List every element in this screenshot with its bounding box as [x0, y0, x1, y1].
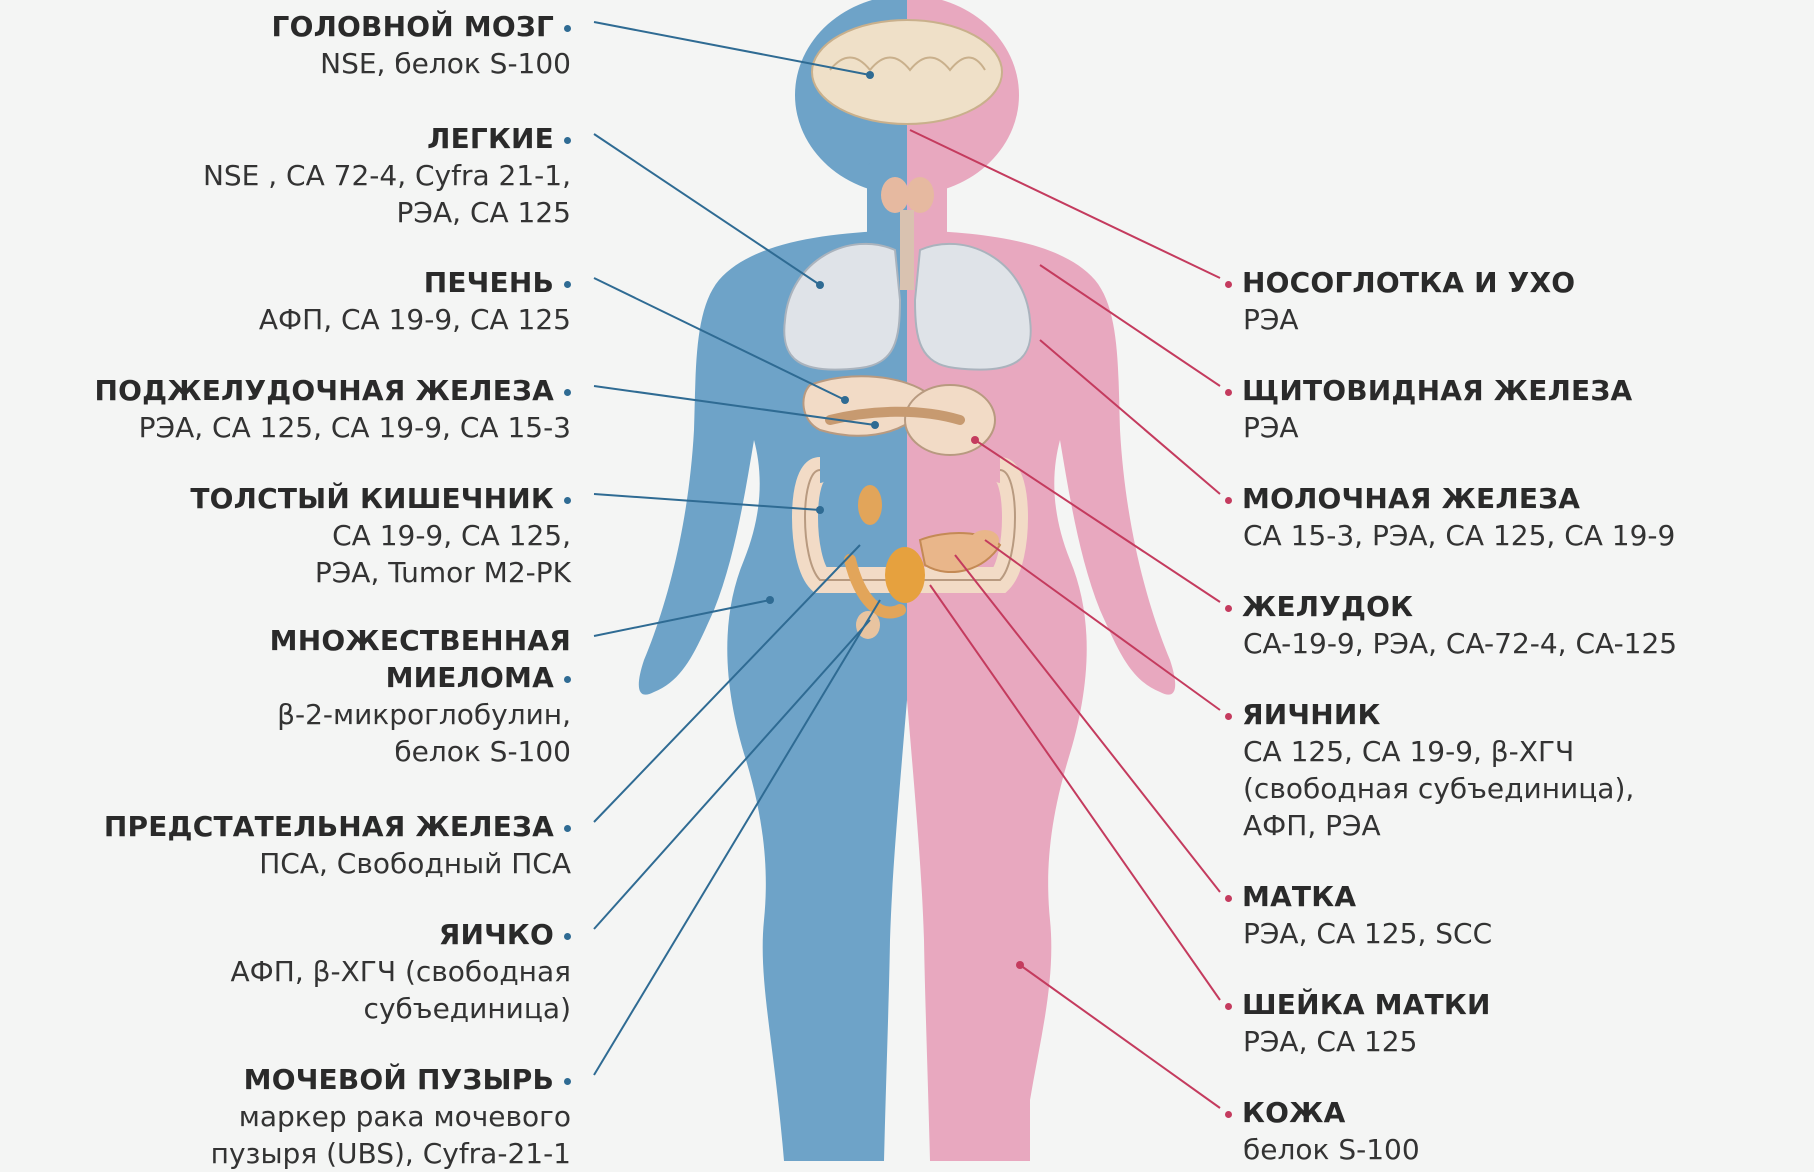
- organ-name-row: МНОЖЕСТВЕННАЯ МИЕЛОМА: [270, 622, 571, 696]
- organ-name: ПЕЧЕНЬ: [424, 266, 554, 299]
- organ-name: ПРЕДСТАТЕЛЬНАЯ ЖЕЛЕЗА: [104, 810, 554, 843]
- organ-name: ЖЕЛУДОК: [1242, 590, 1413, 623]
- marker-list: CA 15-3, РЭА, CA 125, CA 19-9: [1243, 517, 1675, 554]
- organ-name: ЛЕГКИЕ: [427, 122, 554, 155]
- marker-list: ПСА, Свободный ПСА: [104, 845, 571, 882]
- organ-name-row: МОЧЕВОЙ ПУЗЫРЬ: [211, 1061, 571, 1098]
- leader-dot-icon: [1225, 1003, 1232, 1010]
- marker-list: CA 19-9, CA 125, РЭА, Tumor M2-PK: [190, 517, 571, 591]
- marker-list: РЭА: [1243, 301, 1575, 338]
- organ-name-row: МАТКА: [1243, 878, 1492, 915]
- brain-icon: [812, 20, 1002, 124]
- leader-dot-icon: [564, 25, 571, 32]
- marker-list: РЭА, CA 125: [1243, 1023, 1491, 1060]
- leader-dot-icon: [564, 676, 571, 683]
- marker-list: АФП, β-ХГЧ (свободная субъединица): [231, 953, 571, 1027]
- organ-name-row: ЯИЧКО: [231, 916, 571, 953]
- organ-name: МОЛОЧНАЯ ЖЕЛЕЗА: [1242, 482, 1580, 515]
- leader-dot-icon: [1225, 605, 1232, 612]
- organ-name-row: КОЖА: [1243, 1094, 1420, 1131]
- leader-dot-icon: [564, 825, 571, 832]
- marker-list: CA 125, CA 19-9, β-ХГЧ (свободная субъед…: [1243, 733, 1634, 844]
- organ-name-row: ЯИЧНИК: [1243, 696, 1634, 733]
- leader-dot-icon: [564, 389, 571, 396]
- organ-name: ПОДЖЕЛУДОЧНАЯ ЖЕЛЕЗА: [94, 374, 554, 407]
- organ-name-row: ШЕЙКА МАТКИ: [1243, 986, 1491, 1023]
- organ-name-row: ЩИТОВИДНАЯ ЖЕЛЕЗА: [1243, 372, 1632, 409]
- organ-name: ГОЛОВНОЙ МОЗГ: [272, 10, 554, 43]
- trachea-icon: [900, 210, 914, 290]
- leader-dot-icon: [564, 281, 571, 288]
- organ-name: НОСОГЛОТКА И УХО: [1242, 266, 1575, 299]
- organ-name-row: ЛЕГКИЕ: [203, 120, 571, 157]
- leader-dot-icon: [1225, 713, 1232, 720]
- organ-name: ЯИЧКО: [439, 918, 554, 951]
- leader-dot-icon: [1225, 281, 1232, 288]
- organ-name: КОЖА: [1242, 1096, 1345, 1129]
- organ-name: МАТКА: [1242, 880, 1356, 913]
- organ-name: ТОЛСТЫЙ КИШЕЧНИК: [190, 482, 554, 515]
- organ-name: ЯИЧНИК: [1242, 698, 1381, 731]
- marker-list: белок S-100: [1243, 1131, 1420, 1168]
- marker-list: NSE , CA 72-4, Cyfra 21-1, РЭА, CA 125: [203, 157, 571, 231]
- kidney-icon: [858, 485, 882, 525]
- organ-name-row: ПОДЖЕЛУДОЧНАЯ ЖЕЛЕЗА: [94, 372, 571, 409]
- leader-dot-icon: [1225, 895, 1232, 902]
- leader-dot-icon: [564, 137, 571, 144]
- organ-name-row: ЖЕЛУДОК: [1243, 588, 1677, 625]
- leader-dot-icon: [564, 1078, 571, 1085]
- thyroid-icon: [881, 177, 909, 213]
- organ-name: МНОЖЕСТВЕННАЯ МИЕЛОМА: [270, 624, 571, 694]
- leader-dot-icon: [564, 497, 571, 504]
- leader-dot-icon: [1225, 497, 1232, 504]
- marker-list: РЭА: [1243, 409, 1632, 446]
- marker-list: CA-19-9, РЭА, CA-72-4, CA-125: [1243, 625, 1677, 662]
- marker-list: АФП, CA 19-9, CA 125: [259, 301, 571, 338]
- leader-dot-icon: [1225, 1111, 1232, 1118]
- marker-list: РЭА, CA 125, SCC: [1243, 915, 1492, 952]
- organ-name-row: МОЛОЧНАЯ ЖЕЛЕЗА: [1243, 480, 1675, 517]
- organ-name-row: ПЕЧЕНЬ: [259, 264, 571, 301]
- marker-list: NSE, белок S-100: [272, 45, 571, 82]
- organ-name-row: ТОЛСТЫЙ КИШЕЧНИК: [190, 480, 571, 517]
- marker-list: РЭА, CA 125, CA 19-9, CA 15-3: [94, 409, 571, 446]
- organ-name: МОЧЕВОЙ ПУЗЫРЬ: [244, 1063, 554, 1096]
- organ-name-row: ГОЛОВНОЙ МОЗГ: [272, 8, 571, 45]
- organ-name: ШЕЙКА МАТКИ: [1242, 988, 1491, 1021]
- organ-name-row: ПРЕДСТАТЕЛЬНАЯ ЖЕЛЕЗА: [104, 808, 571, 845]
- organ-name: ЩИТОВИДНАЯ ЖЕЛЕЗА: [1242, 374, 1632, 407]
- leader-dot-icon: [1225, 389, 1232, 396]
- bladder-icon: [885, 547, 925, 603]
- organ-name-row: НОСОГЛОТКА И УХО: [1243, 264, 1575, 301]
- marker-list: β-2-микроглобулин, белок S-100: [270, 696, 571, 770]
- leader-dot-icon: [564, 933, 571, 940]
